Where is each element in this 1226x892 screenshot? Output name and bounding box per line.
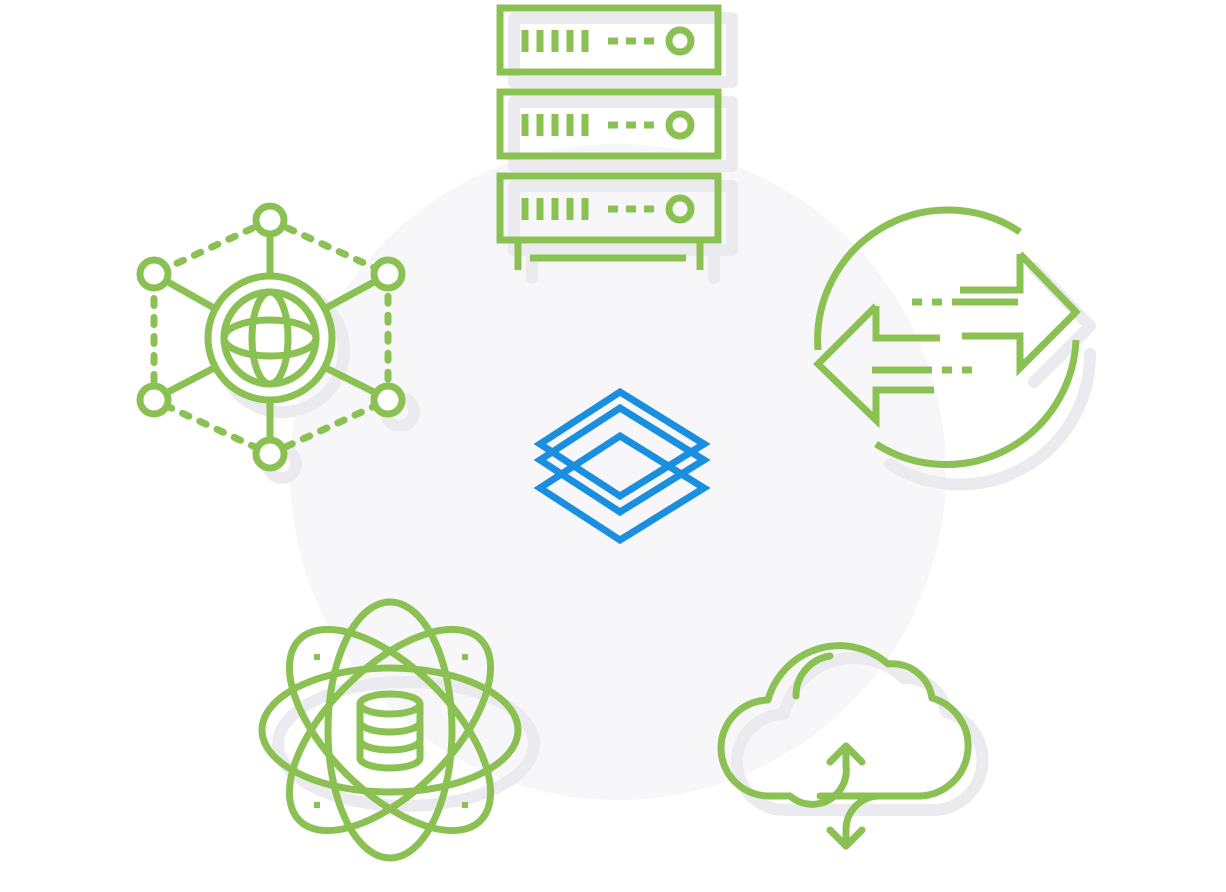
exchange-arrows-icon xyxy=(813,206,1097,491)
cloud-sync-shadow xyxy=(731,652,989,817)
server-rack-icon xyxy=(496,4,738,284)
atom-database-icon xyxy=(258,598,540,862)
stacked-layers-icon xyxy=(533,387,711,545)
server-rack-shadow xyxy=(508,12,738,284)
atom-database-shadow xyxy=(272,676,540,812)
center-background-circle xyxy=(290,144,946,800)
globe-network-icon xyxy=(136,202,420,484)
cloud-sync-icon xyxy=(717,642,989,850)
